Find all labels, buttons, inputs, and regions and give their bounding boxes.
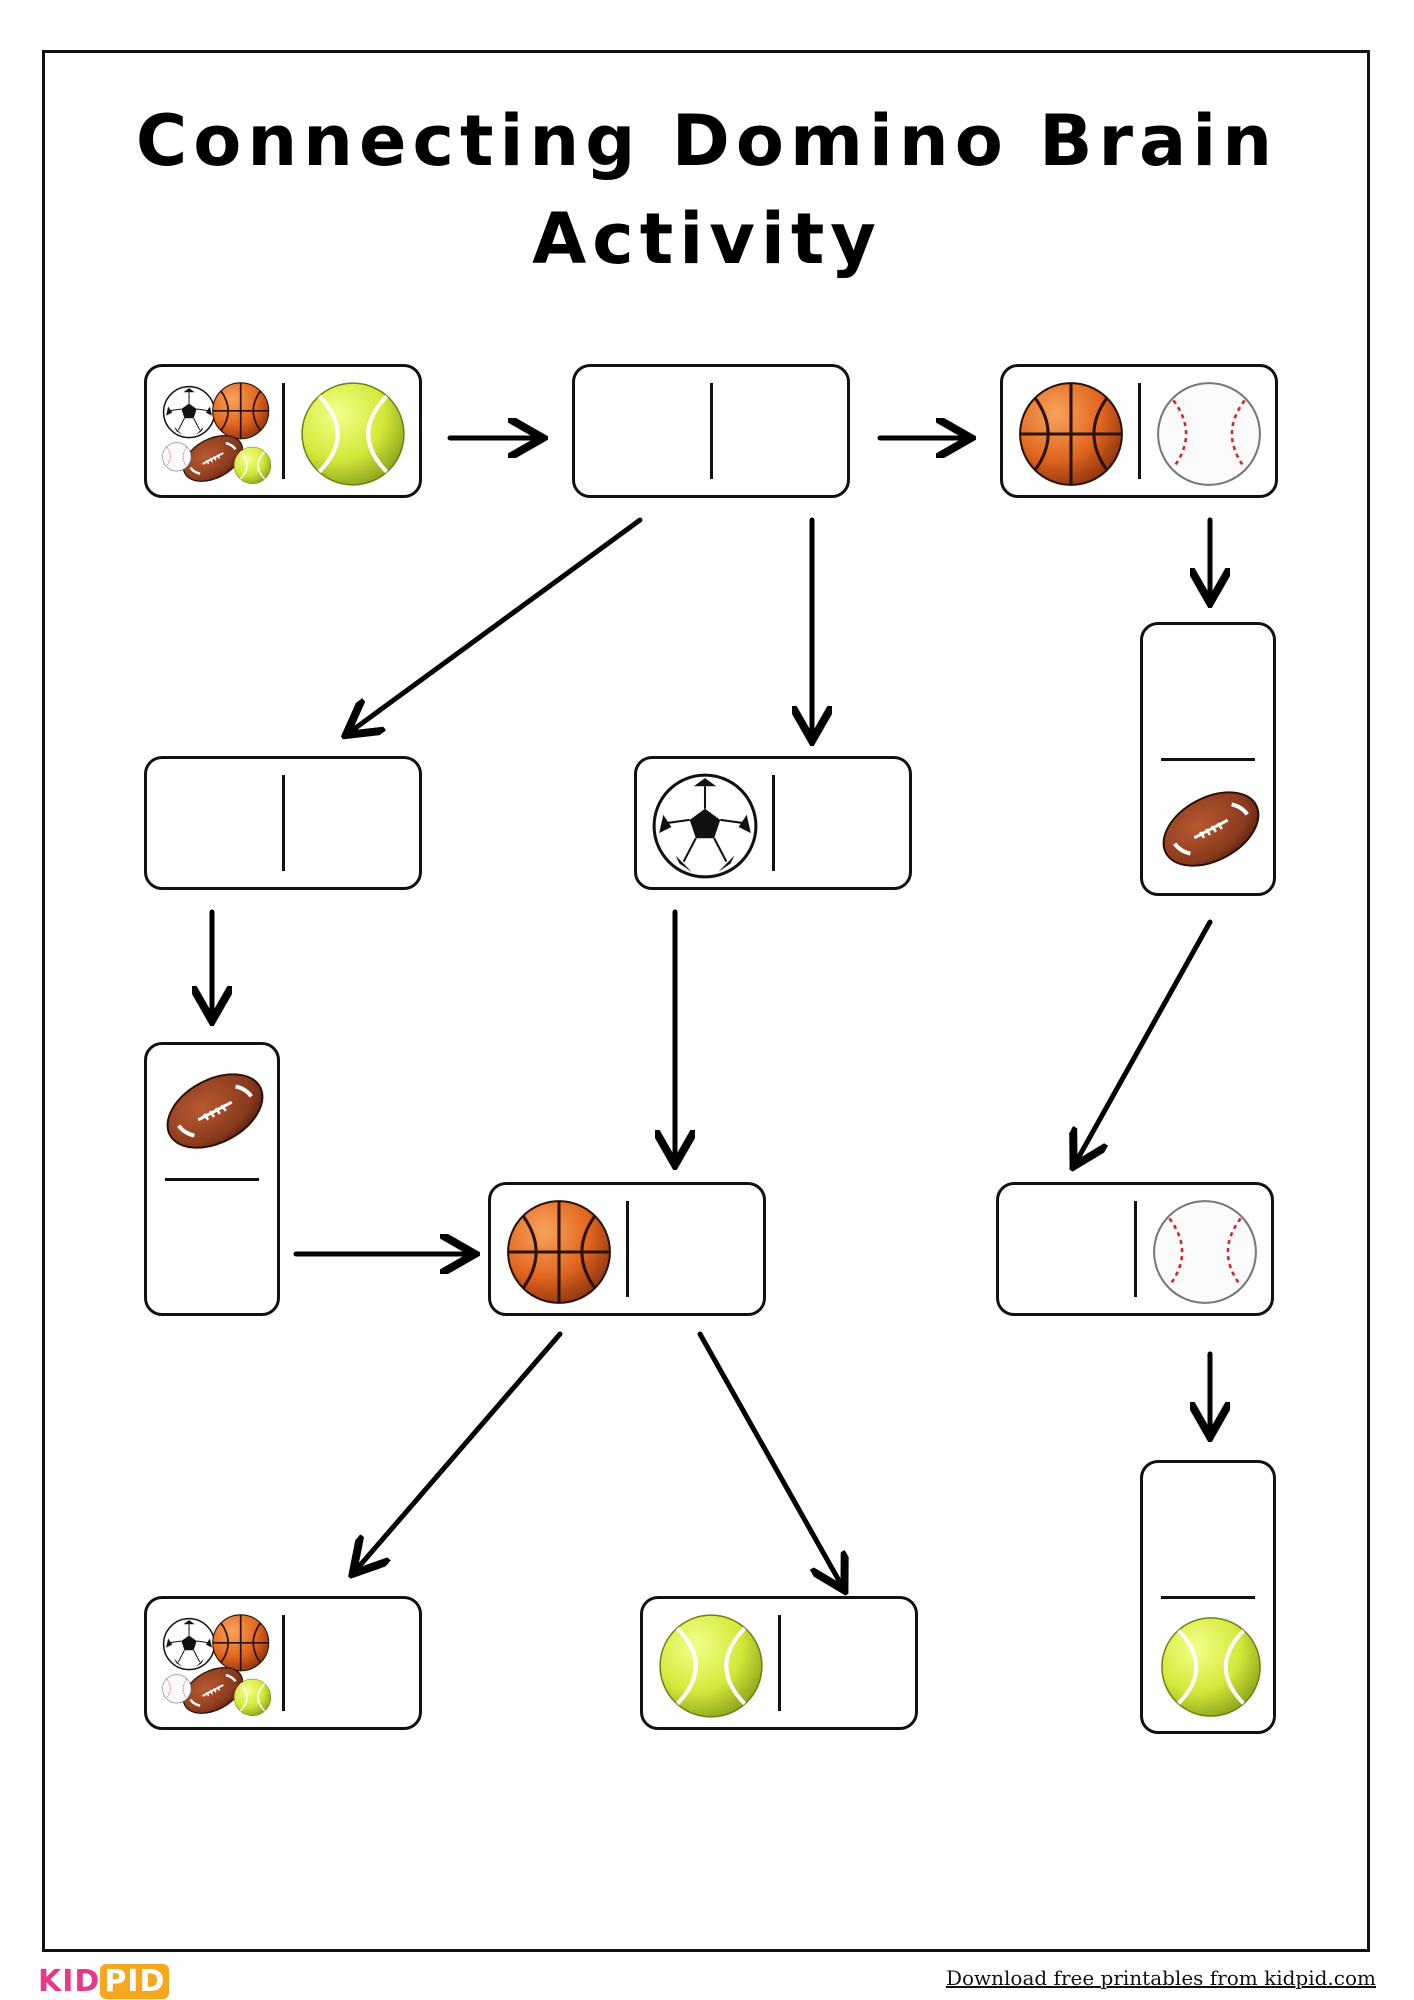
domino-middle-center[interactable] — [634, 756, 912, 890]
american-football-icon — [1157, 775, 1265, 883]
baseball-icon — [1153, 378, 1265, 490]
domino-divider — [771, 775, 775, 871]
page-title-line2: Activity — [532, 198, 882, 280]
domino-divider — [1161, 757, 1255, 761]
page-title-line1: Connecting Domino Brain — [135, 100, 1279, 182]
domino-start — [144, 364, 422, 498]
logo-text-kid: KID — [38, 1964, 101, 1999]
download-link[interactable]: Download free printables from kidpid.com — [945, 1966, 1376, 1990]
basketball-icon — [503, 1196, 615, 1308]
domino-divider — [709, 383, 713, 479]
domino-bottom-center[interactable] — [640, 1596, 918, 1730]
domino-left-vertical[interactable] — [144, 1042, 280, 1316]
domino-center-lower[interactable] — [488, 1182, 766, 1316]
domino-divider — [281, 383, 285, 479]
arrow-top-center-to-middle-left — [350, 517, 643, 732]
domino-bottom-left[interactable] — [144, 1596, 422, 1730]
domino-top-center[interactable] — [572, 364, 850, 498]
domino-divider — [165, 1177, 259, 1181]
tennis-ball-icon — [1157, 1613, 1265, 1721]
domino-middle-left[interactable] — [144, 756, 422, 890]
domino-right-lower[interactable] — [996, 1182, 1274, 1316]
baseball-icon — [1149, 1196, 1261, 1308]
basketball-icon — [1015, 378, 1127, 490]
tennis-ball-icon — [655, 1610, 767, 1722]
domino-divider — [777, 1615, 781, 1711]
domino-divider — [1133, 1201, 1137, 1297]
worksheet-border — [42, 50, 1370, 1952]
arrow-right-vertical-to-right-lower — [1076, 919, 1213, 1162]
mixed-sports-balls-icon — [159, 378, 271, 490]
logo-text-pid: PID — [100, 1964, 170, 1999]
arrow-center-lower-to-bottom-left — [356, 1331, 563, 1570]
tennis-ball-icon — [297, 378, 409, 490]
mixed-sports-balls-icon — [159, 1610, 271, 1722]
domino-top-right — [1000, 364, 1278, 498]
soccer-ball-icon — [649, 770, 761, 882]
domino-divider — [281, 775, 285, 871]
domino-divider — [1161, 1595, 1255, 1599]
arrow-center-lower-to-bottom-center — [697, 1331, 842, 1586]
domino-bottom-right-vertical[interactable] — [1140, 1460, 1276, 1734]
domino-divider — [1137, 383, 1141, 479]
american-football-icon — [161, 1057, 269, 1165]
domino-right-vertical[interactable] — [1140, 622, 1276, 896]
domino-divider — [625, 1201, 629, 1297]
domino-divider — [281, 1615, 285, 1711]
